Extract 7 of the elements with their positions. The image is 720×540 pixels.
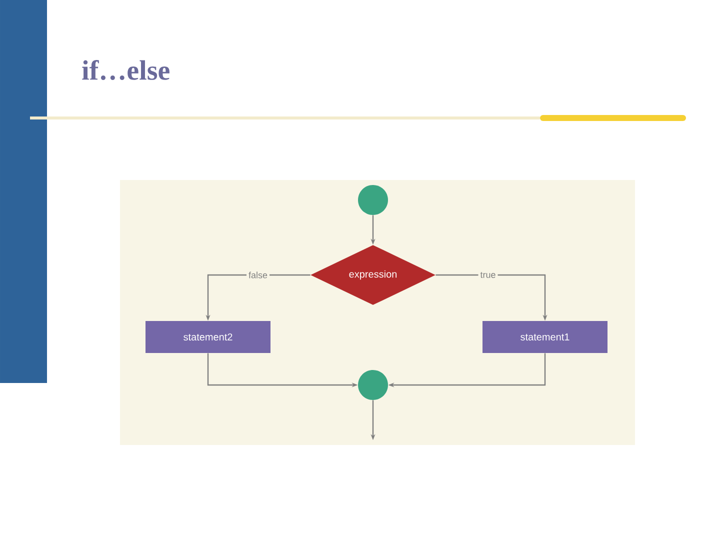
edge-label: true <box>478 270 498 280</box>
edge-label: false <box>246 270 270 280</box>
title: if…else <box>82 60 170 80</box>
process-box: statement1 <box>482 321 608 353</box>
connector-circle <box>358 185 388 215</box>
connector-circle <box>358 370 388 400</box>
process-box: statement2 <box>146 321 270 353</box>
